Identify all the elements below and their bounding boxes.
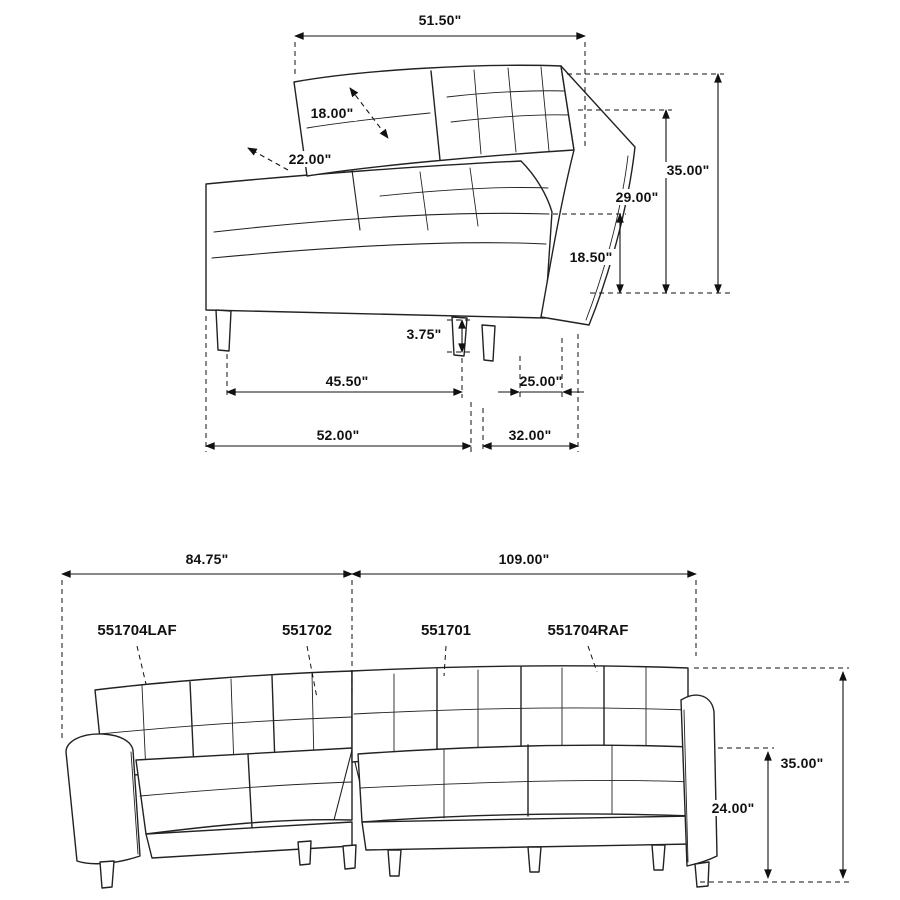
loveseat-base xyxy=(205,160,553,319)
part-label-armless: 551701 xyxy=(420,622,472,639)
seat-details xyxy=(211,169,550,259)
dim-sectional-arm-height: 24.00" xyxy=(708,800,758,816)
dim-back-cushion: 18.00" xyxy=(307,105,357,121)
part-label-raf: 551704RAF xyxy=(547,622,629,639)
loveseat-drawing xyxy=(205,64,636,362)
leader-seat-depth xyxy=(247,147,289,171)
dim-overall-width-top: 51.50" xyxy=(418,12,462,28)
leader-back-cushion xyxy=(349,87,389,139)
loveseat-legs xyxy=(215,309,496,362)
sectional-left-section xyxy=(65,670,353,889)
sectional-drawing xyxy=(65,665,718,889)
left-arm xyxy=(65,733,141,865)
part-label-corner: 551702 xyxy=(281,622,333,639)
part-label-laf: 551704LAF xyxy=(97,622,177,639)
dim-inner-width: 45.50" xyxy=(325,373,369,389)
dim-sectional-left-width: 84.75" xyxy=(185,551,229,567)
dim-sectional-right-width: 109.00" xyxy=(498,551,550,567)
right-legs xyxy=(342,844,710,888)
dim-sectional-height: 35.00" xyxy=(777,755,827,771)
left-legs xyxy=(99,840,312,889)
dim-leg-height: 3.75" xyxy=(403,326,445,342)
extension-lines xyxy=(61,580,849,883)
dim-overall-height: 35.00" xyxy=(663,162,713,178)
back-tufting xyxy=(306,66,571,155)
dim-inner-depth: 25.00" xyxy=(519,373,563,389)
dim-overall-width: 52.00" xyxy=(316,427,360,443)
loveseat-dimension-lines xyxy=(205,32,730,452)
seat-tufting xyxy=(379,167,549,231)
dim-overall-depth: 32.00" xyxy=(508,427,552,443)
right-arm xyxy=(680,694,718,867)
dim-seat-depth: 22.00" xyxy=(285,151,335,167)
dim-seat-height: 18.50" xyxy=(566,249,616,265)
sectional-right-section xyxy=(342,665,718,888)
dim-back-height: 29.00" xyxy=(612,189,662,205)
sectional-dimension-lines xyxy=(61,570,849,883)
extension-lines xyxy=(205,42,730,452)
